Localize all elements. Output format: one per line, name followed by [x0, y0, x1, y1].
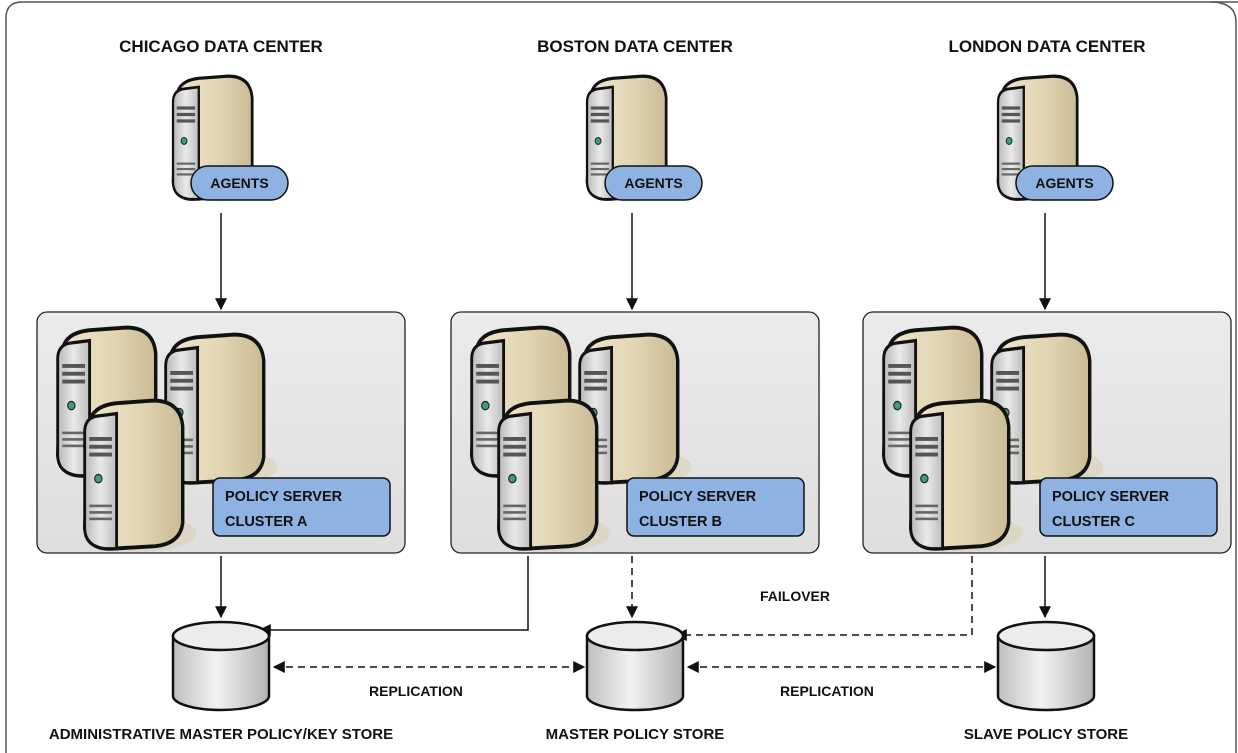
master-store-db-icon: [585, 620, 685, 712]
london-agents-label: AGENTS: [1035, 175, 1093, 191]
chicago-cluster-line1: POLICY SERVER: [225, 489, 343, 505]
admin-store-db-icon: [171, 620, 271, 712]
chicago-agents-label: AGENTS: [210, 175, 268, 191]
london-cluster-line1: POLICY SERVER: [1052, 489, 1170, 505]
replication-left-label: REPLICATION: [369, 683, 463, 699]
replication-right-label: REPLICATION: [780, 683, 874, 699]
master-store-label: MASTER POLICY STORE: [546, 726, 725, 743]
failover-label: FAILOVER: [760, 588, 830, 604]
london-failover-arrow: [674, 556, 973, 641]
slave-store-label: SLAVE POLICY STORE: [964, 726, 1128, 743]
boston-cluster-label-box: POLICY SERVER CLUSTER B: [626, 477, 805, 537]
chicago-cluster-label-box: POLICY SERVER CLUSTER A: [212, 477, 391, 537]
boston-cluster-line2: CLUSTER B: [639, 514, 722, 530]
london-cluster-line2: CLUSTER C: [1052, 514, 1136, 530]
boston-to-admin-store-arrow: [258, 556, 529, 636]
boston-cluster-line1: POLICY SERVER: [639, 489, 757, 505]
boston-agents-badge: AGENTS: [604, 165, 703, 201]
chicago-agents-badge: AGENTS: [190, 165, 289, 201]
london-cluster-label-box: POLICY SERVER CLUSTER C: [1039, 477, 1218, 537]
boston-title: BOSTON DATA CENTER: [537, 37, 733, 56]
london-title: LONDON DATA CENTER: [948, 37, 1145, 56]
boston-agents-label: AGENTS: [624, 175, 682, 191]
slave-store-db-icon: [996, 620, 1096, 712]
london-agents-badge: AGENTS: [1015, 165, 1114, 201]
chicago-cluster-line2: CLUSTER A: [225, 514, 308, 530]
chicago-title: CHICAGO DATA CENTER: [119, 37, 323, 56]
admin-store-label: ADMINISTRATIVE MASTER POLICY/KEY STORE: [49, 726, 393, 743]
outer-frame: [5, 1, 1238, 753]
